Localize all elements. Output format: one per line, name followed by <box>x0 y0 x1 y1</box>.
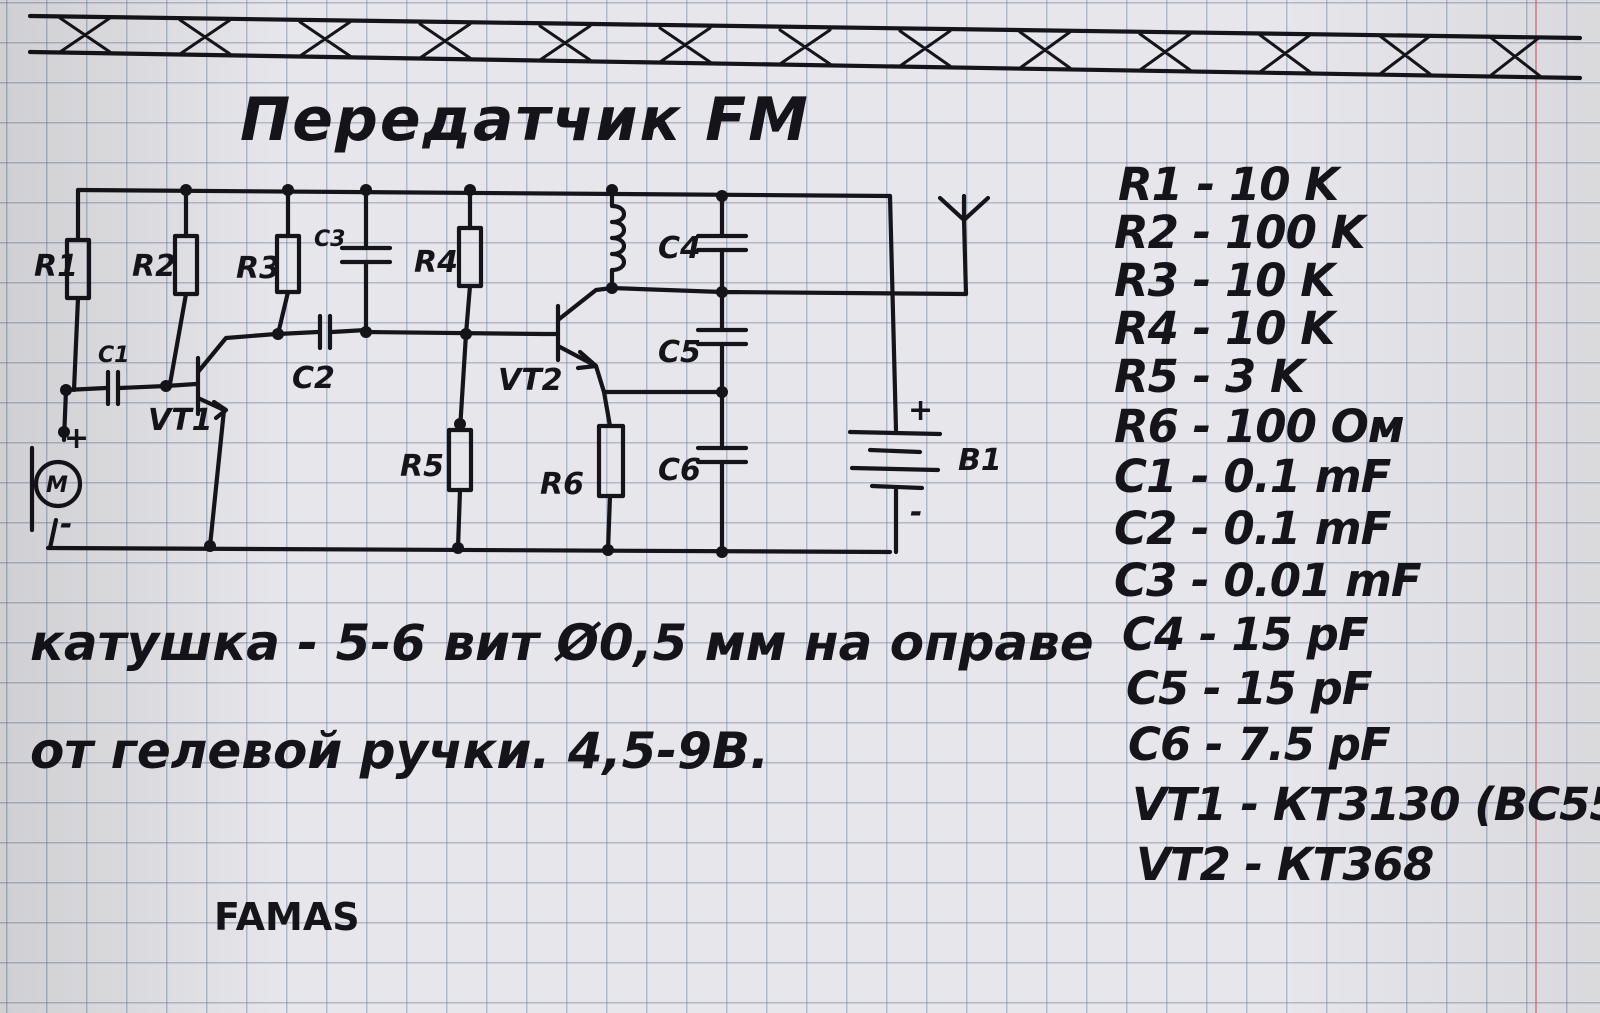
part-entry: VT1 - КТ3130 (BC550C) <box>1132 778 1600 831</box>
resistor-r2: R2 <box>132 187 200 387</box>
antenna-icon <box>937 193 991 297</box>
label-c1: C1 <box>98 343 129 368</box>
label-r1: R1 <box>34 249 78 284</box>
part-entry: R4 - 10 K <box>1114 302 1338 355</box>
label-c2: C2 <box>292 361 335 396</box>
part-entry: R6 - 100 Ом <box>1114 400 1404 453</box>
part-entry: R5 - 3 K <box>1114 350 1308 403</box>
capacitor-c5: C5 <box>609 285 969 395</box>
capacitor-c4: C4 <box>658 193 749 295</box>
label-battery: B1 <box>958 443 1002 478</box>
part-entry: C6 - 7.5 pF <box>1128 718 1391 771</box>
label-r2: R2 <box>132 249 176 284</box>
label-mic-plus: + <box>64 421 89 456</box>
label-vt2: VT2 <box>498 363 563 398</box>
transistor-vt1: VT1 <box>148 331 279 549</box>
junction-dots <box>58 184 728 558</box>
part-entry: C1 - 0.1 mF <box>1114 450 1392 503</box>
label-vt1: VT1 <box>148 403 213 438</box>
ground-rail <box>45 545 893 555</box>
capacitor-c6: C6 <box>601 389 749 555</box>
label-c6: C6 <box>658 453 701 488</box>
coil <box>609 187 627 291</box>
battery-b1: + - B1 <box>847 193 1002 555</box>
label-r6: R6 <box>540 467 584 502</box>
label-c4: C4 <box>658 231 701 266</box>
label-mic: M <box>46 473 68 498</box>
resistor-r4: R4 <box>414 187 484 337</box>
signature: FAMAS <box>214 895 360 939</box>
label-battery-minus: - <box>910 495 922 530</box>
positive-rail <box>75 187 893 199</box>
part-entry: R1 - 10 K <box>1118 158 1342 211</box>
part-entry: R3 - 10 K <box>1114 254 1338 307</box>
part-entry: VT2 - КТ368 <box>1136 838 1433 891</box>
part-entry: C5 - 15 pF <box>1126 662 1373 715</box>
label-r5: R5 <box>400 449 444 484</box>
part-entry: C2 - 0.1 mF <box>1114 502 1392 555</box>
label-r3: R3 <box>236 251 280 286</box>
label-mic-minus: - <box>60 507 72 542</box>
diagram-title: Передатчик FM <box>240 85 810 155</box>
resistor-r6: R6 <box>540 389 626 553</box>
resistor-r1: R1 <box>34 187 92 393</box>
part-entry: C3 - 0.01 mF <box>1114 554 1422 607</box>
note-line-1: катушка - 5-6 вит Ø0,5 мм на оправе <box>30 614 1094 672</box>
capacitor-c2: C2 <box>275 313 369 396</box>
note-line-2: от гелевой ручки. 4,5-9В. <box>30 722 769 780</box>
resistor-r3: R3 <box>236 187 302 337</box>
label-c3: C3 <box>314 227 345 252</box>
part-entry: R2 - 100 K <box>1114 206 1369 259</box>
label-c5: C5 <box>658 335 701 370</box>
part-entry: C4 - 15 pF <box>1122 608 1369 661</box>
parts-list: R1 - 10 K R2 - 100 K R3 - 10 K R4 - 10 K… <box>1114 158 1600 891</box>
transistor-vt2: VT2 <box>498 285 615 398</box>
label-r4: R4 <box>414 245 458 280</box>
capacitor-c3: C3 <box>314 187 393 333</box>
page-margin-line <box>1535 0 1537 1013</box>
label-battery-plus: + <box>908 393 933 428</box>
capacitor-c1: C1 <box>63 343 169 407</box>
top-border-band <box>27 13 1583 81</box>
microphone: M + - <box>29 387 89 551</box>
